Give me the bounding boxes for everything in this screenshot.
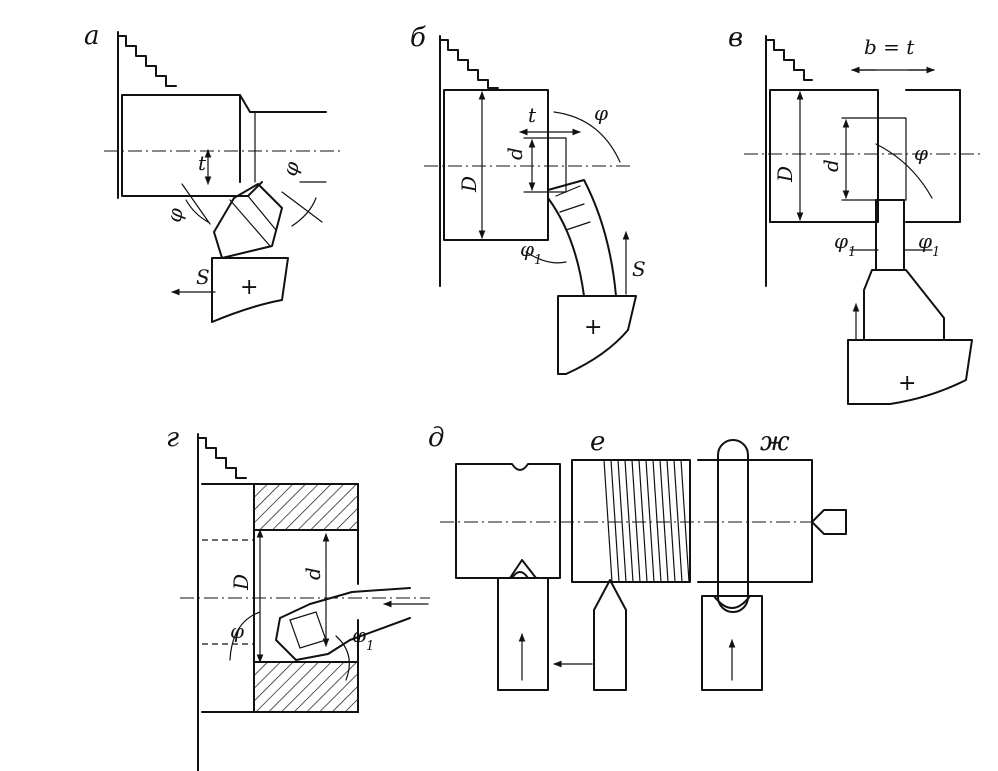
panel-a-phi1-angle xyxy=(281,191,323,227)
thread-line xyxy=(652,459,662,583)
panel-g-phi1-arc xyxy=(335,635,350,681)
panel-g-hidden-lines xyxy=(202,539,254,645)
thread-line xyxy=(666,459,676,583)
panel-g-wall-bottom xyxy=(253,661,359,713)
panel-b-cutter xyxy=(547,179,617,297)
thread-line xyxy=(610,459,620,583)
panel-zh-label: ж xyxy=(760,427,790,457)
panel-a-workpiece xyxy=(121,94,327,197)
panel-v-cutter-blade xyxy=(875,199,905,271)
panel-b-phi-arc xyxy=(553,111,621,163)
panel-a-label: а xyxy=(84,21,100,51)
panel-b-s-label: S xyxy=(632,257,646,281)
panel-b: б D d t + S φ φ 1 xyxy=(410,23,646,375)
thread-line xyxy=(603,459,613,583)
panel-g-bore xyxy=(269,529,359,663)
panel-b-cutter-edges xyxy=(555,185,591,231)
thread-line xyxy=(624,459,634,583)
panel-d-shaft-groove xyxy=(455,463,561,579)
panel-v-bt: b = t xyxy=(864,35,915,59)
panel-v-workpiece xyxy=(769,89,961,223)
thread-line xyxy=(680,459,690,583)
panel-b-workpiece xyxy=(443,89,549,241)
panel-v-phi1-left-sub: 1 xyxy=(848,245,856,260)
panel-a-t: t xyxy=(198,151,207,175)
panel-a-chuck xyxy=(117,31,177,199)
panel-g-phi1-sub: 1 xyxy=(366,639,374,654)
panel-b-phi1-sub: 1 xyxy=(534,253,542,268)
panel-a-reduced-section xyxy=(254,111,327,183)
panel-a-tool-holder xyxy=(211,257,289,323)
panel-g-phi1: φ xyxy=(352,623,366,647)
panel-a-s-label: S xyxy=(196,265,210,289)
panel-a: а + S φ φ t xyxy=(84,21,342,323)
thread-line xyxy=(659,459,669,583)
panel-v-phi1-left: φ xyxy=(834,229,848,253)
panel-a-plus: + xyxy=(240,275,258,300)
panel-v-groove xyxy=(841,117,907,201)
panel-b-plus: + xyxy=(584,315,602,340)
panel-a-phi1: φ xyxy=(277,159,304,179)
thread-line xyxy=(631,459,641,583)
panel-g-chuck xyxy=(197,433,247,771)
panel-g-label: г xyxy=(166,423,179,453)
panel-b-groove xyxy=(523,137,567,193)
panel-g-D: D xyxy=(229,574,253,591)
panel-d: д е ж xyxy=(428,423,847,691)
thread-line xyxy=(645,459,655,583)
panel-g-d: d xyxy=(301,567,325,580)
panel-b-phi: φ xyxy=(594,101,608,125)
panel-b-tool-holder xyxy=(557,295,637,375)
panel-v-phi-arc xyxy=(875,143,933,199)
panel-b-d: d xyxy=(503,147,527,160)
panel-v-D: D xyxy=(773,166,797,183)
panel-b-chuck xyxy=(439,35,499,287)
panel-a-cutter-edges xyxy=(229,195,277,247)
thread-line xyxy=(617,459,627,583)
panel-b-phi1: φ xyxy=(520,237,534,261)
panel-g-phi: φ xyxy=(230,619,244,643)
panel-a-phi-angle xyxy=(181,183,211,225)
panel-g-boring-bar xyxy=(275,587,411,661)
panel-g: г D d φ φ 1 xyxy=(166,423,430,771)
panel-v-plus: + xyxy=(898,371,916,396)
panel-e-label: е xyxy=(590,427,605,457)
panel-v-phi: φ xyxy=(914,141,928,165)
panel-zh-shaft xyxy=(697,459,813,583)
thread-line xyxy=(638,459,648,583)
panel-a-phi: φ xyxy=(162,206,188,224)
panel-v: в D d b = t φ + φ 1 φ 1 xyxy=(728,23,980,405)
panel-v-d: d xyxy=(819,159,843,172)
panel-zh-center xyxy=(811,509,847,535)
panel-g-insert xyxy=(289,611,327,649)
panel-d-label: д xyxy=(428,423,444,453)
panel-v-phi1-right-sub: 1 xyxy=(932,245,940,260)
panel-e-thread-lines xyxy=(603,459,690,583)
panel-v-label: в xyxy=(728,23,743,53)
panel-zh-form-tool xyxy=(701,595,763,691)
panel-g-phi-arc xyxy=(229,611,261,661)
panel-b-label: б xyxy=(410,23,426,53)
thread-line xyxy=(673,459,683,583)
panel-b-t: t xyxy=(528,103,537,127)
panel-e-shaft-thread xyxy=(571,459,691,583)
panel-b-D: D xyxy=(457,176,481,193)
panel-d-grooving-tool xyxy=(497,559,549,691)
panel-g-wall-top xyxy=(253,483,359,531)
panel-v-tool-holder xyxy=(847,339,973,405)
panel-b-phi1-arc xyxy=(525,251,567,264)
panel-v-phi1-right: φ xyxy=(918,229,932,253)
panel-v-chuck xyxy=(765,35,813,287)
panel-e-thread-tool xyxy=(593,579,627,691)
panel-zh-collar xyxy=(717,439,749,613)
panel-v-cutter-body xyxy=(863,269,945,341)
